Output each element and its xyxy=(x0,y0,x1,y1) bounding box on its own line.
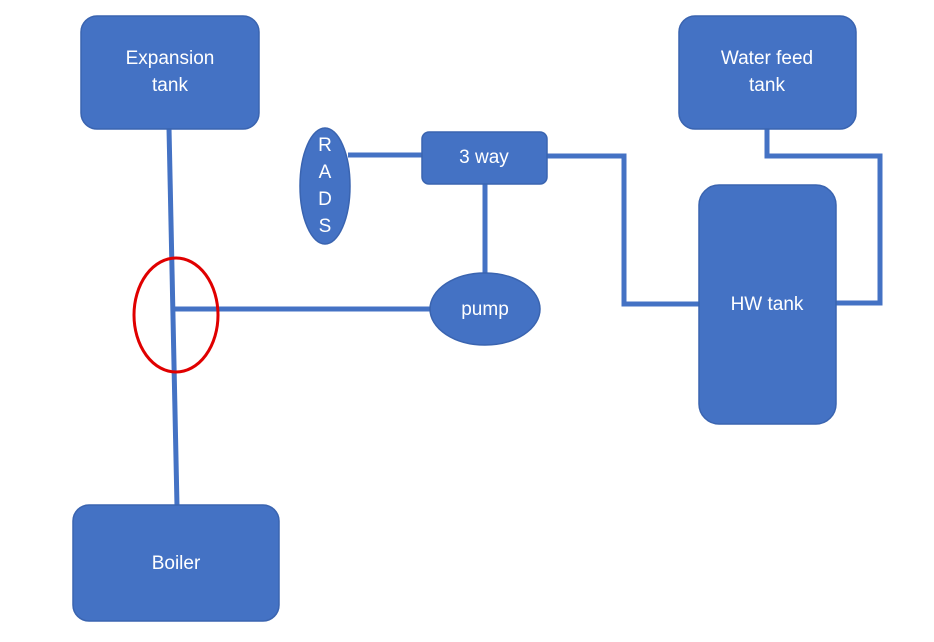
pipe-water-feed-to-hw-tank xyxy=(764,128,883,306)
three-way-valve: 3 way xyxy=(421,131,548,185)
pump: pump xyxy=(429,272,541,346)
boiler-box xyxy=(72,504,280,622)
boiler: Boiler xyxy=(72,504,280,622)
pump-ellipse xyxy=(429,272,541,346)
expansion-tank-box xyxy=(80,15,260,130)
expansion-tank-label-line-2: tank xyxy=(152,75,188,96)
water-feed-tank: Water feed tank xyxy=(678,15,857,130)
hot-water-tank-label: HW tank xyxy=(731,294,804,315)
pipe-3way-to-hw-tank xyxy=(547,153,699,307)
three-way-valve-label: 3 way xyxy=(459,147,509,168)
expansion-tank: Expansion tank xyxy=(80,15,260,130)
radiators-label-letter-4: S xyxy=(319,216,332,237)
boiler-label: Boiler xyxy=(152,553,201,574)
radiators-label-letter-3: D xyxy=(318,189,332,210)
hot-water-tank-box xyxy=(698,184,837,425)
water-feed-tank-box xyxy=(678,15,857,130)
pipes xyxy=(166,127,883,507)
three-way-valve-box xyxy=(421,131,548,185)
radiators-label-letter-2: A xyxy=(319,162,332,183)
junction-highlight-circle xyxy=(132,256,220,374)
water-feed-tank-label-line-1: Water feed xyxy=(721,48,813,69)
water-feed-tank-label-line-2: tank xyxy=(749,75,785,96)
pump-label: pump xyxy=(461,299,509,320)
expansion-tank-label-line-1: Expansion xyxy=(126,48,215,69)
hot-water-tank: HW tank xyxy=(698,184,837,425)
radiators-label-letter-1: R xyxy=(318,135,332,156)
radiators: R A D S xyxy=(299,127,351,245)
radiators-ellipse xyxy=(299,127,351,245)
pipe-expansion-to-boiler xyxy=(166,127,180,507)
